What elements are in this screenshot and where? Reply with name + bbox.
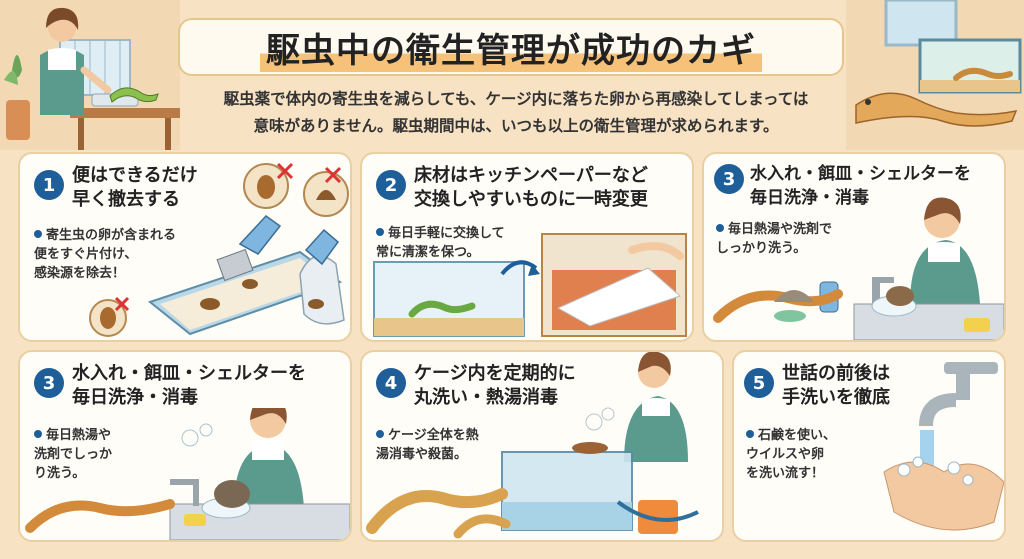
droppings-removal-illustration [147, 162, 349, 336]
tip-bullet-line: 洗剤でしっか [34, 447, 113, 462]
terrarium-dragon-illustration [846, 0, 1024, 150]
intro-line: 駆虫薬で体内の寄生虫を減らしても、ケージ内に落ちた卵から再感染してしまっては [223, 90, 809, 108]
tip-card-4: 4 ケージ内を定期的に 丸洗い・熱湯消毒 ケージ全体を熱 湯消毒や殺菌。 [360, 350, 724, 542]
step-number-badge: 1 [34, 170, 64, 200]
bullet-dot-icon [34, 230, 42, 238]
step-number-badge: 4 [376, 368, 406, 398]
tip-bullet-line: 毎日手軽に交換して [376, 224, 505, 243]
washing-bowls-illustration [713, 197, 1004, 340]
tip-card-1: 1 便はできるだけ 早く撤去する 寄生虫の卵が含まれる 便をすぐ片付け、 感染源… [18, 152, 352, 342]
bullet-dot-icon [716, 224, 724, 232]
bullet-dot-icon [746, 430, 754, 438]
tip-bullet-line: 便をすぐ片付け、 [34, 247, 138, 262]
tip-bullet: ケージ全体を熱 湯消毒や殺菌。 [376, 426, 479, 464]
tip-card-3-alt: 3 水入れ・餌皿・シェルターを 毎日洗浄・消毒 毎日熱湯や 洗剤でしっか り洗う… [18, 350, 352, 542]
tip-bullet-line: り洗う。 [34, 466, 86, 481]
page-title: 駆虫中の衛生管理が成功のカギ [260, 22, 762, 72]
header: 駆虫中の衛生管理が成功のカギ 駆虫薬で体内の寄生虫を減らしても、ケージ内に落ちた… [0, 0, 1024, 150]
caretaker-with-lizard-illustration [0, 0, 180, 150]
tip-bullet-line: を洗い流す！ [746, 466, 825, 481]
tip-bullet: 毎日手軽に交換して 常に清潔を保つ。 [376, 224, 505, 262]
tip-title: 世話の前後は 手洗いを徹底 [782, 362, 890, 410]
bullet-dot-icon [34, 430, 42, 438]
tip-bullet-line: 湯消毒や殺菌。 [376, 447, 468, 462]
step-number-badge: 5 [744, 368, 774, 398]
tip-title-line: 交換しやすいものに一時変更 [414, 189, 648, 210]
tip-title-line: ケージ内を定期的に [414, 363, 576, 384]
tip-title: 床材はキッチンペーパーなど 交換しやすいものに一時変更 [414, 164, 648, 212]
tip-bullet: 毎日熱湯や 洗剤でしっか り洗う。 [34, 426, 112, 483]
tip-bullet-line: 常に清潔を保つ。 [376, 245, 480, 260]
tip-card-5: 5 世話の前後は 手洗いを徹底 石鹸を使い、 ウイルスや卵 を洗い流す！ [732, 350, 1006, 542]
step-number-badge: 3 [34, 368, 64, 398]
tip-title-line: 世話の前後は [782, 363, 890, 384]
egg-crossed-icon [89, 296, 130, 337]
intro-line: 意味がありません。駆虫期間中は、いつも以上の衛生管理が求められます。 [253, 117, 779, 135]
tip-bullet-line: 毎日熱湯や洗剤で [716, 220, 832, 239]
tip-bullet-line: 石鹸を使い、 [746, 426, 836, 445]
tip-title-line: 早く撤去する [72, 189, 180, 210]
tip-title-line: 床材はキッチンペーパーなど [414, 165, 648, 186]
title-banner: 駆虫中の衛生管理が成功のカギ [178, 18, 844, 76]
bullet-dot-icon [376, 430, 384, 438]
hand-washing-faucet-illustration [883, 362, 1004, 531]
tip-title: 便はできるだけ 早く撤去する [72, 164, 198, 212]
washing-shelter-illustration [25, 408, 350, 540]
tip-title-line: 便はできるだけ [72, 165, 198, 186]
tip-bullet-line: 毎日熱湯や [34, 426, 112, 445]
tip-bullet: 毎日熱湯や洗剤で しっかり洗う。 [716, 220, 832, 258]
tip-title: ケージ内を定期的に 丸洗い・熱湯消毒 [414, 362, 576, 410]
tip-card-3: 3 水入れ・餌皿・シェルターを 毎日洗浄・消毒 毎日熱湯や洗剤で しっかり洗う。 [702, 152, 1006, 342]
tip-bullet: 石鹸を使い、 ウイルスや卵 を洗い流す！ [746, 426, 836, 483]
tip-bullet-line: 感染源を除去！ [34, 266, 126, 281]
bullet-dot-icon [376, 228, 384, 236]
tip-title-line: 毎日洗浄・消毒 [72, 387, 198, 408]
tip-title: 水入れ・餌皿・シェルターを 毎日洗浄・消毒 [750, 162, 971, 210]
tip-title-line: 水入れ・餌皿・シェルターを [750, 164, 971, 184]
cage-floor-paper-illustration [373, 233, 687, 337]
tip-title-line: 毎日洗浄・消毒 [750, 188, 869, 208]
tip-card-2: 2 床材はキッチンペーパーなど 交換しやすいものに一時変更 毎日手軽に交換して … [360, 152, 694, 342]
tip-title: 水入れ・餌皿・シェルターを 毎日洗浄・消毒 [72, 362, 306, 410]
intro-text: 駆虫薬で体内の寄生虫を減らしても、ケージ内に落ちた卵から再感染してしまっては 意… [186, 86, 846, 140]
step-number-badge: 2 [376, 170, 406, 200]
tip-title-line: 丸洗い・熱湯消毒 [414, 387, 558, 408]
tip-title-line: 手洗いを徹底 [782, 387, 890, 408]
step-number-badge: 3 [714, 164, 744, 194]
tip-bullet: 寄生虫の卵が含まれる 便をすぐ片付け、 感染源を除去！ [34, 226, 176, 283]
tip-bullet-line: ケージ全体を熱 [376, 426, 479, 445]
tip-bullet-line: 寄生虫の卵が含まれる [34, 226, 176, 245]
cage-hot-water-cleaning-illustration [366, 352, 699, 539]
tip-title-line: 水入れ・餌皿・シェルターを [72, 363, 306, 384]
tip-bullet-line: しっかり洗う。 [716, 241, 807, 256]
tip-bullet-line: ウイルスや卵 [746, 447, 825, 462]
